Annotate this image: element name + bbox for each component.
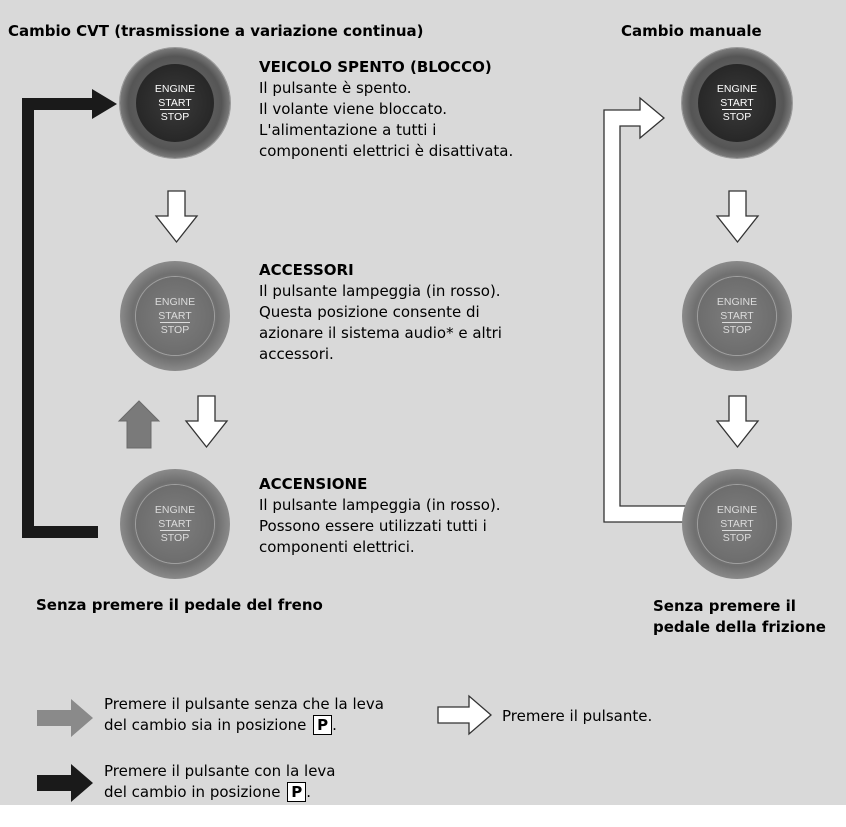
legend-gray-line2-text: del cambio sia in posizione xyxy=(104,716,307,734)
manual-footer: Senza premere il pedale della frizione xyxy=(653,596,826,638)
button-stop-label: STOP xyxy=(160,532,190,544)
cvt-accessori-button: ENGINE START STOP xyxy=(120,261,230,371)
cvt-down-arrow-2 xyxy=(184,395,229,449)
cvt-footer: Senza premere il pedale del freno xyxy=(36,596,323,614)
cvt-loop-black-arrow xyxy=(22,98,98,538)
button-engine-label: ENGINE xyxy=(716,504,758,516)
legend-black-text: Premere il pulsante con la leva del camb… xyxy=(104,761,336,803)
manual-loop-white-arrow xyxy=(603,96,691,523)
manual-down-arrow-1 xyxy=(715,190,760,244)
legend-black-line1: Premere il pulsante con la leva xyxy=(104,762,336,780)
button-stop-label: STOP xyxy=(722,111,752,123)
mode-off-line: L'alimentazione a tutti i xyxy=(259,121,437,139)
legend-period: . xyxy=(332,716,337,734)
button-engine-label: ENGINE xyxy=(716,296,758,308)
legend-gray-line1: Premere il pulsante senza che la leva xyxy=(104,695,384,713)
button-engine-label: ENGINE xyxy=(154,83,196,95)
cvt-off-button: ENGINE START STOP xyxy=(120,48,230,158)
park-symbol: P xyxy=(313,715,333,735)
mode-accessori-line: Il pulsante lampeggia (in rosso). xyxy=(259,282,501,300)
legend-gray-text: Premere il pulsante senza che la leva de… xyxy=(104,694,384,736)
mode-accessori-title: ACCESSORI xyxy=(259,261,354,279)
mode-off-line: componenti elettrici è disattivata. xyxy=(259,142,514,160)
cvt-loop-arrowhead xyxy=(92,89,117,119)
manual-down-arrow-2 xyxy=(715,395,760,449)
mode-off-line: Il pulsante è spento. xyxy=(259,79,412,97)
legend-period: . xyxy=(306,783,312,801)
legend-white-text: Premere il pulsante. xyxy=(502,707,653,725)
legend-black-line2: del cambio in posizione P. xyxy=(104,782,336,803)
button-start-label: START xyxy=(158,310,192,322)
button-stop-label: STOP xyxy=(160,111,190,123)
mode-accensione-line: Possono essere utilizzati tutti i xyxy=(259,517,487,535)
manual-footer-line1: Senza premere il xyxy=(653,597,796,615)
mode-off-title: VEICOLO SPENTO (BLOCCO) xyxy=(259,58,492,76)
mode-accensione-title: ACCENSIONE xyxy=(259,475,368,493)
diagram-panel: Cambio CVT (trasmissione a variazione co… xyxy=(0,0,846,805)
legend-white-arrow xyxy=(437,694,492,736)
button-start-label: START xyxy=(158,518,192,530)
mode-off-line: Il volante viene bloccato. xyxy=(259,100,448,118)
mode-accessori-line: azionare il sistema audio* e altri xyxy=(259,324,502,342)
button-start-label: START xyxy=(720,310,754,322)
arrows-layer xyxy=(22,89,760,802)
button-stop-label: STOP xyxy=(722,532,752,544)
mode-accessori-line: accessori. xyxy=(259,345,334,363)
mode-accessori-description: ACCESSORI Il pulsante lampeggia (in ross… xyxy=(259,260,502,365)
button-stop-label: STOP xyxy=(722,324,752,336)
button-start-label: START xyxy=(720,518,754,530)
manual-column-title: Cambio manuale xyxy=(621,22,762,40)
mode-accensione-line: Il pulsante lampeggia (in rosso). xyxy=(259,496,501,514)
manual-accensione-button: ENGINE START STOP xyxy=(682,469,792,579)
button-engine-label: ENGINE xyxy=(154,504,196,516)
cvt-down-arrow-1 xyxy=(154,190,199,244)
mode-accessori-line: Questa posizione consente di xyxy=(259,303,480,321)
cvt-column-title: Cambio CVT (trasmissione a variazione co… xyxy=(8,22,424,40)
button-engine-label: ENGINE xyxy=(716,83,758,95)
mode-off-description: VEICOLO SPENTO (BLOCCO) Il pulsante è sp… xyxy=(259,57,513,162)
button-start-label: START xyxy=(158,97,192,109)
mode-accensione-line: componenti elettrici. xyxy=(259,538,415,556)
manual-accessori-button: ENGINE START STOP xyxy=(682,261,792,371)
cvt-up-gray-arrow xyxy=(117,400,161,449)
legend-black-arrow xyxy=(37,764,93,802)
button-start-label: START xyxy=(720,97,754,109)
button-stop-label: STOP xyxy=(160,324,190,336)
manual-footer-line2: pedale della frizione xyxy=(653,618,826,636)
legend-gray-line2: del cambio sia in posizione P. xyxy=(104,715,384,736)
mode-accensione-description: ACCENSIONE Il pulsante lampeggia (in ros… xyxy=(259,474,501,558)
park-symbol: P xyxy=(287,782,307,802)
legend-gray-arrow xyxy=(37,699,93,737)
button-engine-label: ENGINE xyxy=(154,296,196,308)
cvt-accensione-button: ENGINE START STOP xyxy=(120,469,230,579)
manual-off-button: ENGINE START STOP xyxy=(682,48,792,158)
legend-black-line2-text: del cambio in posizione xyxy=(104,783,281,801)
